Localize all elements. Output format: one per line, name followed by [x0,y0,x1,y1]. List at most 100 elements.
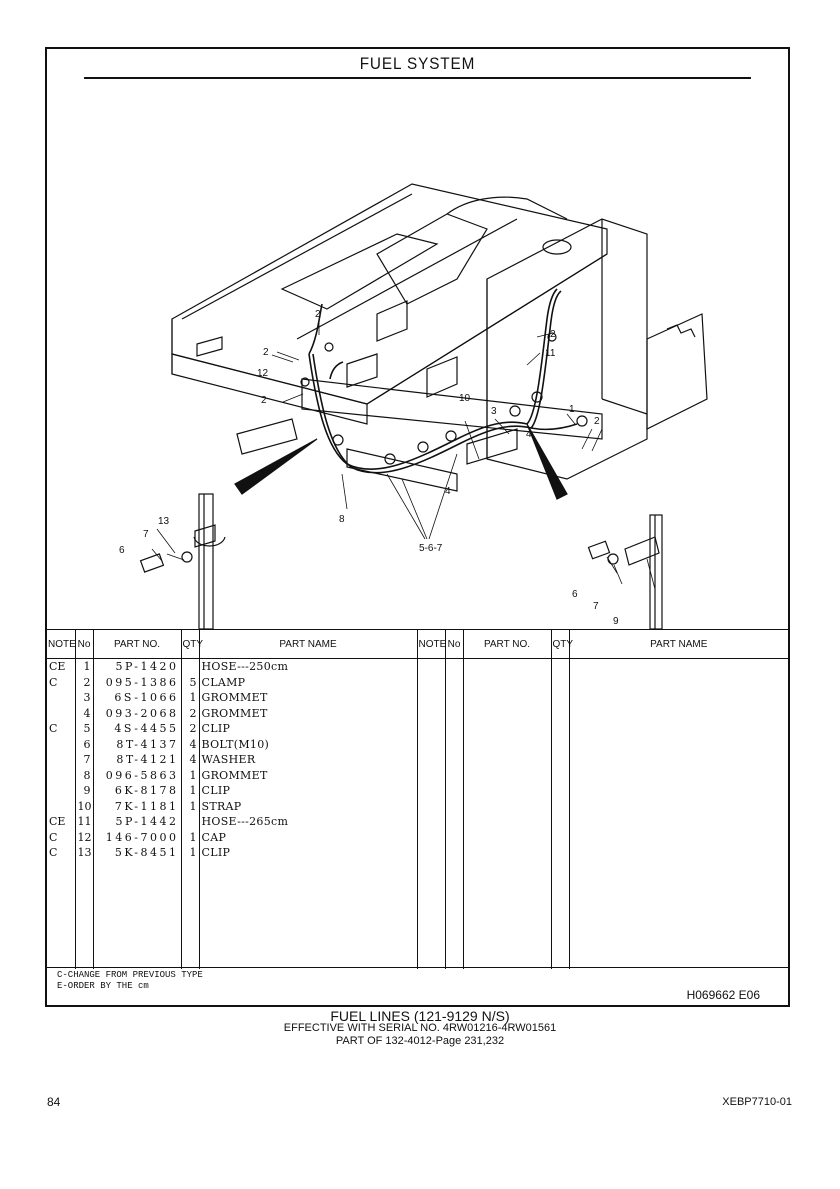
header-part-name: PART NAME [198,629,417,659]
part-of-reference: PART OF 132-4012-Page 231,232 [335,1035,505,1047]
header-part-no: PART NO. [462,629,551,659]
cell-no: 8 [74,767,93,783]
empty-cell [444,690,463,706]
empty-cell [550,829,569,845]
empty-cell [550,752,569,768]
empty-cell [568,721,788,737]
empty-cell [462,752,551,768]
empty-cell [462,783,551,799]
cell-qty [180,814,199,830]
empty-cell [550,736,569,752]
cell-no: 1 [74,658,93,675]
parts-list-table: NOTE No PART NO. QTY PART NAME NOTE No P… [47,629,788,969]
cell-qty: 4 [180,752,199,768]
cell-name: HOSE---265cm [198,814,417,830]
cell-note [47,706,75,722]
exploded-parts-drawing: 2 12 2 2 2 11 10 3 1 2 4 4 5-6-7 8 13 7 … [47,79,788,630]
empty-cell [444,721,463,737]
empty-cell [416,705,445,721]
empty-cell [568,736,788,752]
empty-cell [550,674,569,690]
empty-cell [416,798,445,814]
cell-qty: 1 [180,767,199,783]
empty-cell [416,767,445,783]
empty-cell [568,814,788,830]
empty-cell [568,752,788,768]
empty-cell [568,783,788,799]
cell-no: 7 [74,752,93,768]
empty-cell [198,860,417,969]
cell-no: 9 [74,783,93,799]
cell-name: WASHER [198,752,417,768]
cell-note: C [49,830,58,844]
cell-no: 4 [74,705,93,721]
callout-2: 2 [261,395,267,406]
empty-cell [550,814,569,830]
document-number: XEBP7710-01 [722,1096,792,1108]
cell-part-no: 6K-8178 [92,783,181,799]
legend-footer: C-CHANGE FROM PREVIOUS TYPE E-ORDER BY T… [47,967,788,1006]
cell-no: 2 [74,674,93,690]
empty-cell [462,829,551,845]
callout-2: 2 [315,309,321,320]
legend-line: C-CHANGE FROM PREVIOUS TYPE [57,970,203,980]
cell-note: C [49,846,58,860]
empty-cell [444,767,463,783]
empty-cell [462,690,551,706]
cell-note [47,768,75,784]
empty-cell [444,814,463,830]
callout-12: 12 [257,368,269,379]
callout-2: 2 [263,347,269,358]
leader-lines [151,319,656,590]
empty-cell [416,721,445,737]
empty-cell [444,845,463,861]
cell-qty: 1 [180,845,199,861]
empty-cell [568,798,788,814]
cell-part-no: 6S-1066 [92,690,181,706]
cell-part-no: 093-2068 [92,705,181,721]
callout-labels: 2 12 2 2 2 11 10 3 1 2 4 4 5-6-7 8 13 7 … [119,309,619,627]
cell-name: HOSE---250cm [198,658,417,675]
cell-part-no: 4S-4455 [92,721,181,737]
empty-cell [416,829,445,845]
cell-name: CLIP [198,721,417,737]
cell-part-no: 5K-8451 [92,845,181,861]
legend-line: E-ORDER BY THE cm [57,981,149,991]
empty-cell [550,767,569,783]
empty-cell [47,861,75,969]
cell-no: 13 [74,845,93,861]
cell-note: C [49,722,58,736]
cell-no: 12 [74,829,93,845]
empty-cell [550,721,569,737]
cell-part-no: 095-1386 [92,674,181,690]
cell-note [47,737,75,753]
empty-cell [444,829,463,845]
cell-qty [180,658,199,675]
callout-9: 9 [613,616,619,627]
cell-name: GROMMET [198,690,417,706]
cell-qty: 1 [180,798,199,814]
empty-cell [568,845,788,861]
cell-note [47,752,75,768]
empty-cell [550,798,569,814]
callout-3: 3 [491,406,497,417]
empty-cell [444,736,463,752]
empty-cell [180,860,199,969]
cell-qty: 5 [180,674,199,690]
empty-cell [416,845,445,861]
cell-qty: 2 [180,705,199,721]
cell-name: CLIP [198,783,417,799]
header-part-name: PART NAME [568,629,788,659]
empty-cell [444,783,463,799]
cell-part-no: 096-5863 [92,767,181,783]
empty-cell [462,705,551,721]
callout-7: 7 [593,601,599,612]
callout-11: 11 [545,348,556,359]
